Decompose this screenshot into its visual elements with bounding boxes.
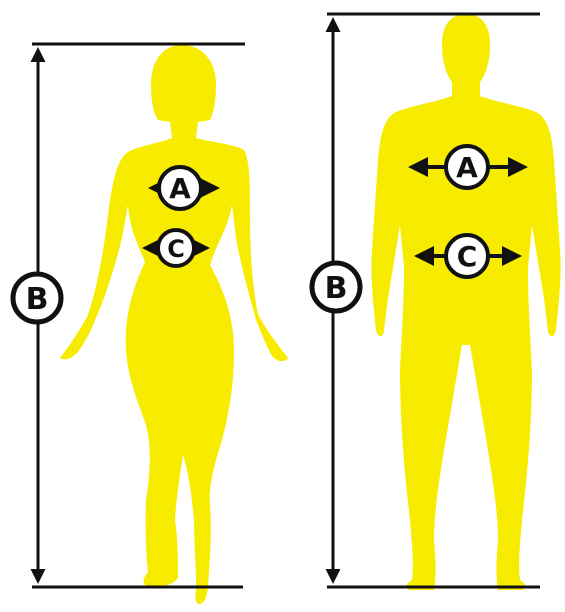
man-waist-label: C xyxy=(457,240,478,273)
woman-chest-badge: A xyxy=(159,167,201,209)
man-height-label: B xyxy=(325,271,348,306)
man-chest-label: A xyxy=(456,151,478,184)
man-height-badge: B xyxy=(312,263,360,311)
man-chest-badge: A xyxy=(446,146,488,188)
woman-height-badge: B xyxy=(13,274,61,322)
man-silhouette xyxy=(371,14,560,590)
woman-height-label: B xyxy=(26,282,49,317)
woman-waist-label: C xyxy=(167,235,185,263)
man-figure: B A C xyxy=(312,14,561,590)
man-waist-badge: C xyxy=(446,235,488,277)
woman-waist-badge: C xyxy=(158,230,194,266)
woman-chest-label: A xyxy=(169,172,191,205)
woman-figure: B A C xyxy=(13,44,288,604)
woman-silhouette xyxy=(60,45,288,604)
